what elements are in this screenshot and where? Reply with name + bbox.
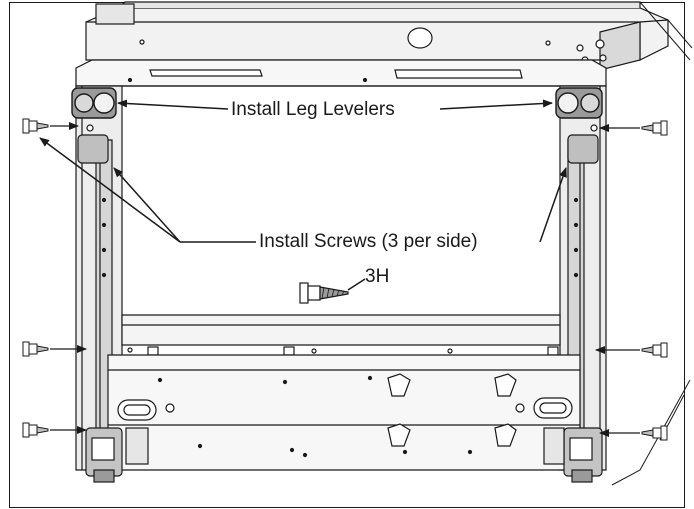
install-screws-label: Install Screws (3 per side) [256,231,481,253]
part-number-label: 3H [365,266,390,287]
screw-part-3h-icon [299,282,349,304]
screw-left-bottom [22,422,49,438]
screw-left-mid [22,341,49,357]
screw-right-top [641,120,668,136]
top-panel [85,1,669,71]
foot-left [85,427,149,483]
screw-left-top [22,118,49,134]
screw-arrows [50,122,640,437]
back-edge-lines [611,1,693,486]
install-leg-levelers-label: Install Leg Levelers [228,99,398,121]
top-rail [75,59,607,87]
leg-leveler-left [71,87,117,119]
screw-right-bottom [641,425,668,441]
lower-panel [107,354,581,471]
leader-lines [39,99,567,291]
foot-right [543,427,603,483]
screw-right-mid [641,342,668,358]
middle-rail [121,314,561,356]
leg-leveler-right [555,87,603,119]
